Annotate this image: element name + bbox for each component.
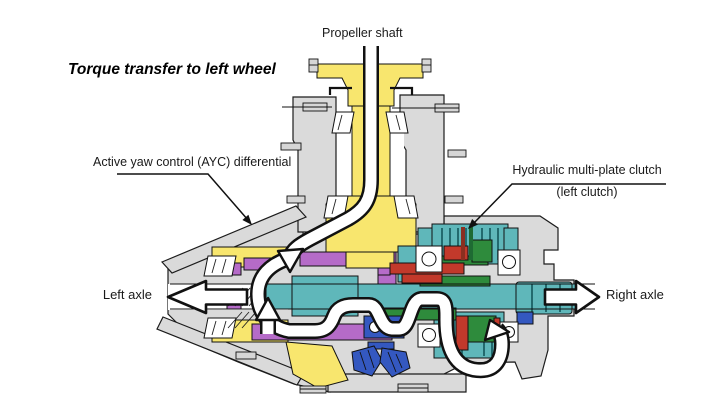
label-right-axle: Right axle: [606, 287, 664, 302]
flow-arrow-into-gear: [483, 318, 511, 342]
seal-bracket-left: [328, 86, 352, 95]
bevel-gear-right: [379, 347, 411, 378]
bolts-group: [235, 58, 467, 394]
right-axle-arrow: [543, 279, 601, 315]
bearings-group: [203, 111, 521, 348]
label-propeller-shaft: Propeller shaft: [322, 26, 403, 40]
label-ayc-differential: Active yaw control (AYC) differential: [93, 155, 292, 169]
flow-arrow-into-diff: [276, 247, 305, 274]
bottom-flange: [327, 373, 467, 393]
diagram-title: Torque transfer to left wheel: [68, 61, 276, 78]
torque-flow-path: [249, 46, 511, 379]
left-axle-arrow: [166, 279, 249, 315]
seal-bracket-right: [390, 86, 414, 95]
green-plate: [469, 227, 473, 260]
hypoid-ring-gear: [285, 341, 349, 389]
label-left-axle: Left axle: [102, 287, 152, 302]
flow-arrow-up: [254, 296, 282, 322]
label-clutch-line2: (left clutch): [556, 185, 618, 199]
gear-hatch: [359, 349, 403, 373]
left-bottom-cover: [156, 316, 305, 386]
left-top-cover: [160, 205, 308, 274]
leader-ayc: [117, 173, 252, 225]
bevel-gear-left: [351, 345, 383, 377]
pinion-nose: [345, 251, 395, 269]
leader-clutch: [468, 183, 666, 229]
red-plate: [461, 227, 465, 260]
label-clutch-line1: Hydraulic multi-plate clutch: [512, 163, 662, 177]
